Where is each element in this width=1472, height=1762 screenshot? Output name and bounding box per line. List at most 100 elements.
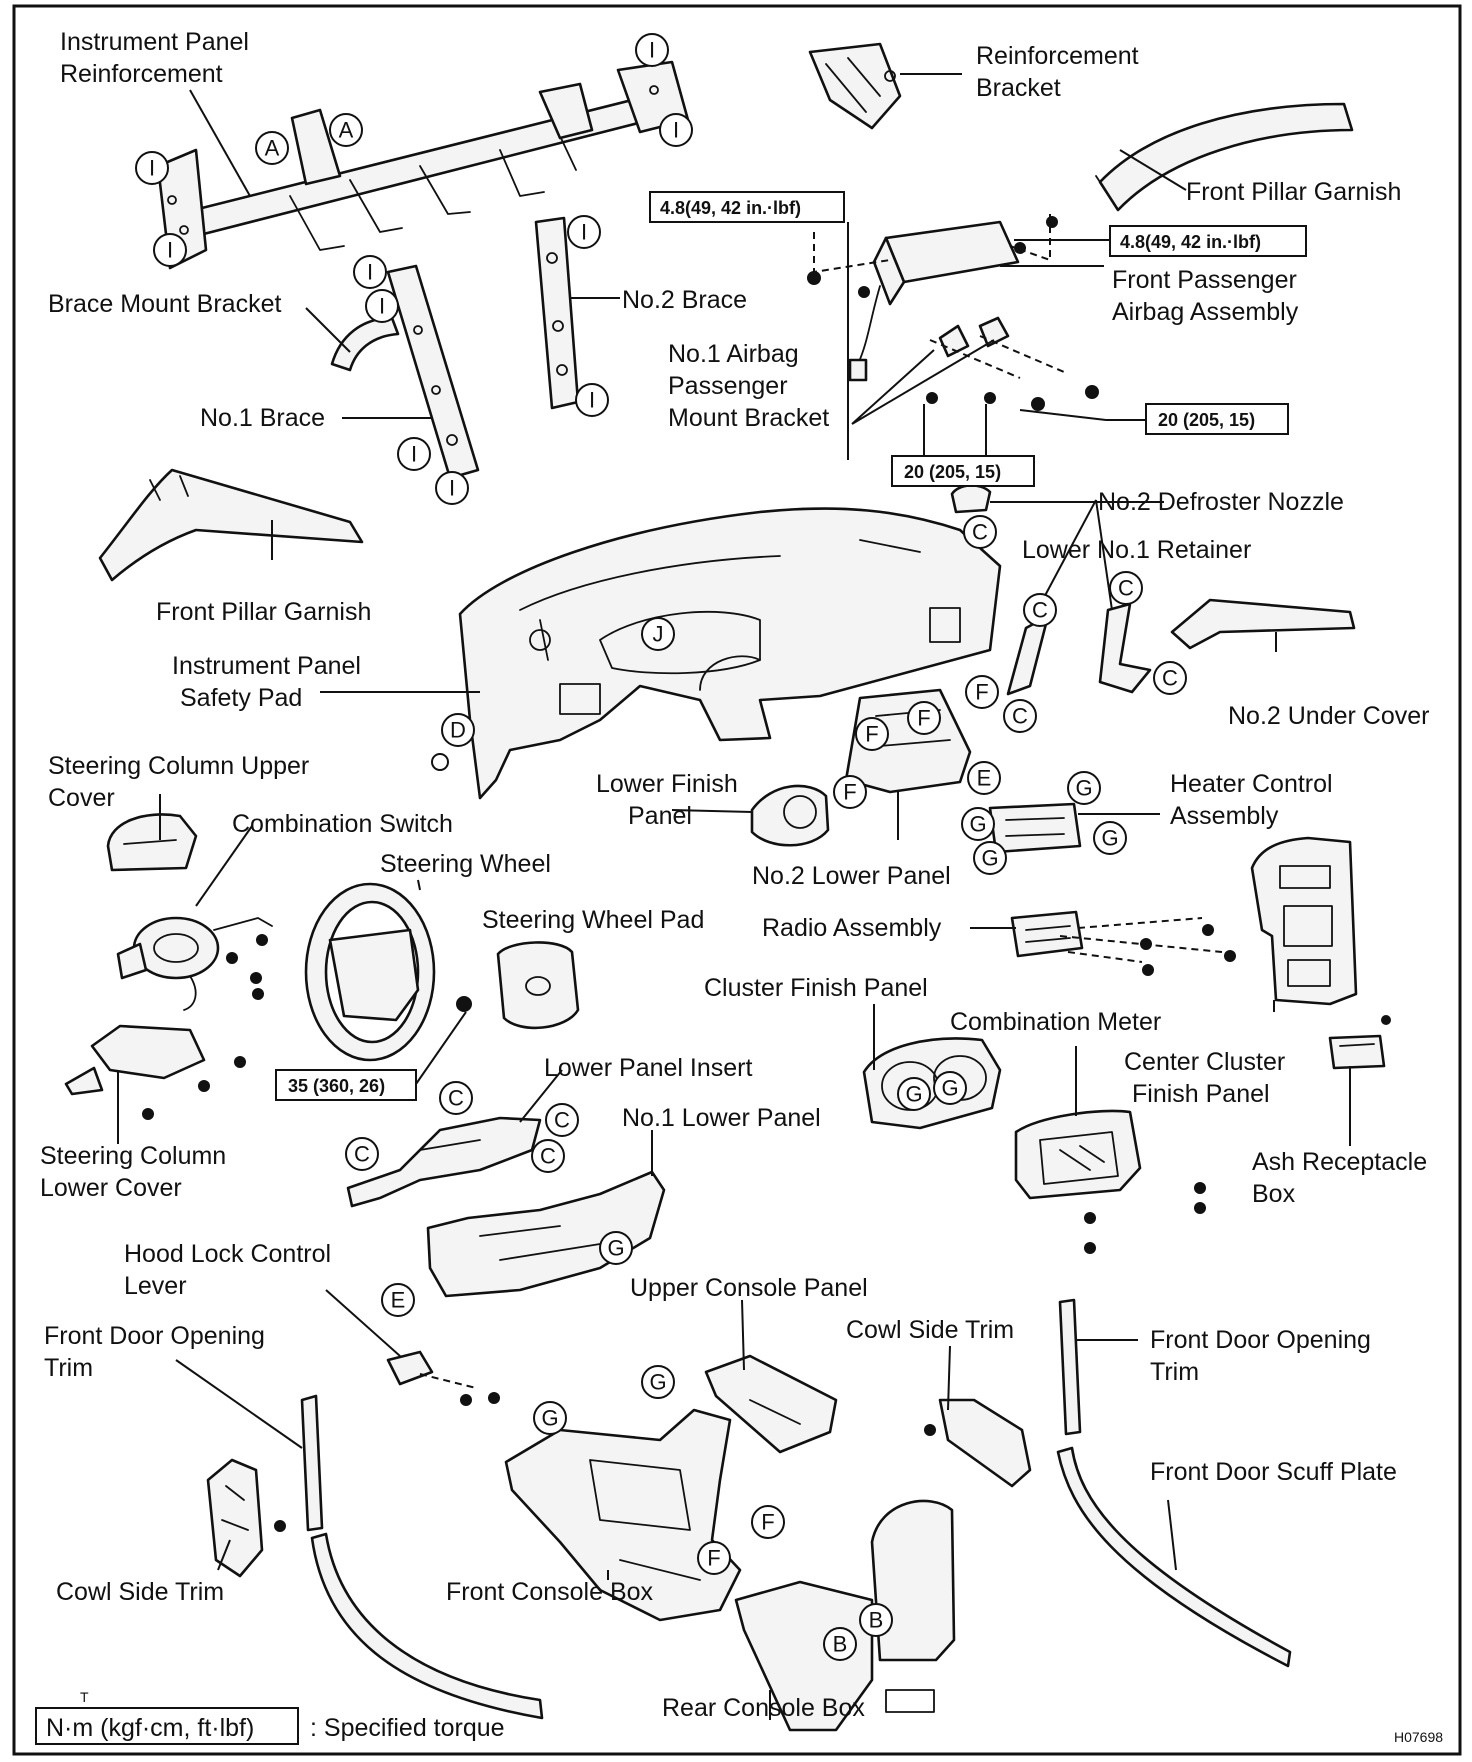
center-cluster-finish-panel <box>1250 836 1358 1006</box>
label-steering-column-upper-cover: Steering Column Upper <box>48 752 309 780</box>
clip-F: F <box>697 1541 731 1575</box>
combination-meter <box>1014 1109 1142 1200</box>
svg-text:C: C <box>540 1144 556 1169</box>
torque-legend: T N·m (kgf·cm, ft·lbf) : Specified torqu… <box>35 1689 505 1745</box>
clip-I: I <box>435 471 469 505</box>
cluster-finish-panel <box>862 1037 1002 1130</box>
svg-text:E: E <box>391 1288 406 1313</box>
label-front-door-opening-trim-left-2: Trim <box>44 1354 93 1382</box>
svg-text:C: C <box>554 1108 570 1133</box>
clip-I: I <box>397 437 431 471</box>
no1-brace <box>386 264 480 480</box>
svg-text:I: I <box>167 238 173 263</box>
no1-lower-panel <box>426 1170 666 1298</box>
label-no1-brace: No.1 Brace <box>200 404 325 432</box>
torque-spec-t2: 4.8(49, 42 in.·lbf) <box>1109 225 1307 257</box>
label-instrument-panel-safety-pad-2: Safety Pad <box>180 684 302 712</box>
label-no1-lower-panel: No.1 Lower Panel <box>622 1104 821 1132</box>
svg-text:I: I <box>581 220 587 245</box>
label-instrument-panel-reinforcement-2: Reinforcement <box>60 60 223 88</box>
torque-spec-t1: 4.8(49, 42 in.·lbf) <box>649 191 845 223</box>
label-front-passenger-airbag-2: Airbag Assembly <box>1112 298 1299 326</box>
label-no2-under-cover: No.2 Under Cover <box>1228 702 1429 730</box>
clip-B: B <box>859 1603 893 1637</box>
clip-C: C <box>1109 571 1143 605</box>
brace-mount-bracket <box>330 316 400 372</box>
clip-C: C <box>531 1139 565 1173</box>
clip-C: C <box>345 1137 379 1171</box>
label-hood-lock-control-lever-2: Lever <box>124 1272 187 1300</box>
clip-I: I <box>365 289 399 323</box>
label-steering-column-lower-cover: Steering Column <box>40 1142 226 1170</box>
steering-wheel-pad <box>496 941 580 1030</box>
svg-text:I: I <box>589 388 595 413</box>
front-pillar-garnish-left <box>98 468 364 582</box>
label-reinforcement-bracket: Reinforcement <box>976 42 1139 70</box>
label-heater-control-assembly: Heater Control <box>1170 770 1333 798</box>
svg-text:G: G <box>607 1236 624 1261</box>
svg-text:E: E <box>977 766 992 791</box>
clip-I: I <box>659 113 693 147</box>
clip-F: F <box>965 675 999 709</box>
svg-text:F: F <box>843 780 856 805</box>
label-cowl-side-trim-left: Cowl Side Trim <box>56 1578 224 1606</box>
torque-spec-t3: 20 (205, 15) <box>1145 403 1289 435</box>
clip-I: I <box>575 383 609 417</box>
svg-text:G: G <box>541 1406 558 1431</box>
clip-C: C <box>545 1103 579 1137</box>
label-instrument-panel-safety-pad: Instrument Panel <box>172 652 361 680</box>
clip-F: F <box>833 775 867 809</box>
svg-text:G: G <box>1075 776 1092 801</box>
label-steering-column-lower-cover-2: Lower Cover <box>40 1174 182 1202</box>
label-ash-receptacle-box-2: Box <box>1252 1180 1296 1208</box>
svg-text:F: F <box>761 1510 774 1535</box>
svg-text:C: C <box>448 1086 464 1111</box>
svg-text:I: I <box>149 156 155 181</box>
svg-text:C: C <box>1012 704 1028 729</box>
label-heater-control-assembly-2: Assembly <box>1170 802 1279 830</box>
clip-A: A <box>255 131 289 165</box>
figure-code: H07698 <box>1394 1729 1443 1745</box>
label-steering-wheel: Steering Wheel <box>380 850 551 878</box>
combination-switch <box>116 916 273 1011</box>
svg-text:J: J <box>653 622 664 647</box>
torque-spec-t4: 20 (205, 15) <box>891 455 1035 487</box>
svg-text:20 (205, 15): 20 (205, 15) <box>904 462 1001 482</box>
label-brace-mount-bracket: Brace Mount Bracket <box>48 290 281 318</box>
clip-E: E <box>381 1283 415 1317</box>
label-front-door-opening-trim-right-2: Trim <box>1150 1358 1199 1386</box>
hood-lock-control-lever <box>386 1350 434 1386</box>
heater-control-assembly <box>988 802 1082 854</box>
label-front-door-scuff-plate: Front Door Scuff Plate <box>1150 1458 1397 1486</box>
legend-marker: T <box>80 1689 89 1705</box>
label-lower-no1-retainer: Lower No.1 Retainer <box>1022 536 1251 564</box>
svg-text:4.8(49, 42 in.·lbf): 4.8(49, 42 in.·lbf) <box>1120 232 1261 252</box>
label-no1-airbag-mount-bracket: No.1 Airbag <box>668 340 799 368</box>
svg-text:A: A <box>265 136 280 161</box>
clip-J: J <box>641 617 675 651</box>
label-front-passenger-airbag: Front Passenger <box>1112 266 1297 294</box>
label-cowl-side-trim-right: Cowl Side Trim <box>846 1316 1014 1344</box>
clip-A: A <box>329 113 363 147</box>
cowl-side-trim-right <box>938 1398 1032 1488</box>
label-front-pillar-garnish-left: Front Pillar Garnish <box>156 598 371 626</box>
svg-text:I: I <box>649 38 655 63</box>
svg-text:C: C <box>1032 598 1048 623</box>
clip-G: G <box>1067 771 1101 805</box>
label-combination-meter: Combination Meter <box>950 1008 1161 1036</box>
svg-text:D: D <box>450 718 466 743</box>
clip-C: C <box>1023 593 1057 627</box>
svg-text:4.8(49, 42 in.·lbf): 4.8(49, 42 in.·lbf) <box>660 198 801 218</box>
label-center-cluster-finish-panel-2: Finish Panel <box>1132 1080 1270 1108</box>
label-steering-wheel-pad: Steering Wheel Pad <box>482 906 704 934</box>
label-instrument-panel-reinforcement: Instrument Panel <box>60 28 249 56</box>
label-front-console-box: Front Console Box <box>446 1578 654 1606</box>
label-no2-defroster-nozzle: No.2 Defroster Nozzle <box>1098 488 1344 516</box>
front-door-scuff-plate <box>1056 1446 1292 1668</box>
clip-B: B <box>823 1627 857 1661</box>
clip-markers: I I A A I I I I I I I I C C C C C J D F … <box>135 33 1187 1661</box>
lower-finish-panel <box>750 784 830 847</box>
label-front-door-opening-trim-left: Front Door Opening <box>44 1322 265 1350</box>
svg-text:G: G <box>1101 826 1118 851</box>
